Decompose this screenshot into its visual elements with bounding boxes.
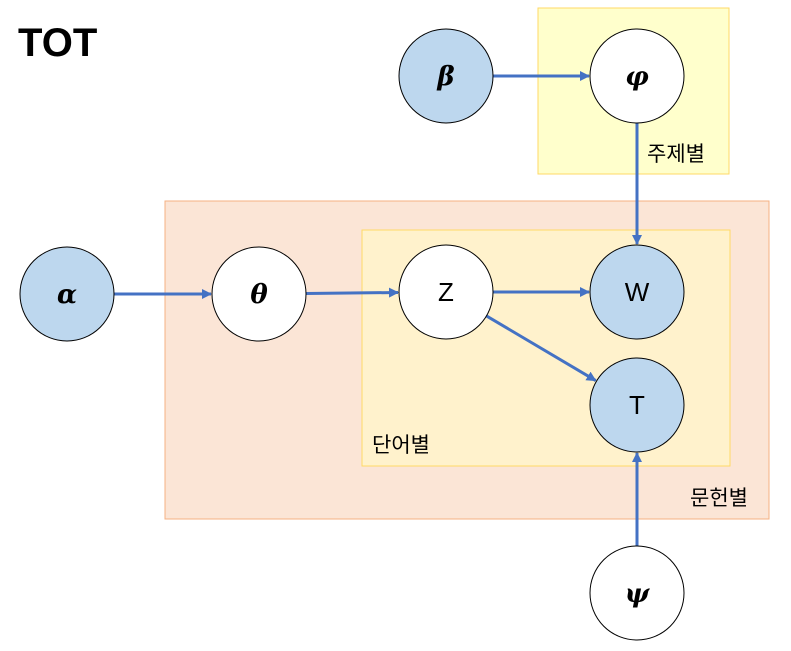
plate-word-label: 단어별	[372, 433, 430, 457]
plate-topic-label: 주제별	[647, 142, 705, 166]
node-beta: β	[398, 28, 494, 124]
edge-z-to-t	[485, 314, 597, 382]
node-t: T	[589, 357, 685, 453]
edge-theta-to-z	[305, 287, 400, 298]
node-t-label: T	[629, 390, 645, 420]
plate-document-label: 문헌별	[690, 486, 748, 510]
node-z-label: Z	[438, 277, 454, 307]
edges	[114, 71, 642, 546]
node-theta: θ	[211, 246, 307, 342]
diagram-title: TOT	[18, 21, 97, 65]
nodes: β φ α θ Z W T ψ	[19, 28, 685, 641]
node-w: W	[589, 244, 685, 340]
node-z: Z	[398, 244, 494, 340]
node-alpha-label: α	[57, 280, 77, 310]
node-w-label: W	[625, 277, 650, 307]
node-alpha: α	[19, 246, 115, 342]
node-psi: ψ	[589, 545, 685, 641]
node-theta-label: θ	[250, 280, 268, 310]
node-psi-label: ψ	[625, 579, 651, 609]
node-phi: φ	[589, 28, 685, 124]
node-beta-label: β	[436, 62, 454, 92]
node-phi-label: φ	[625, 62, 649, 92]
